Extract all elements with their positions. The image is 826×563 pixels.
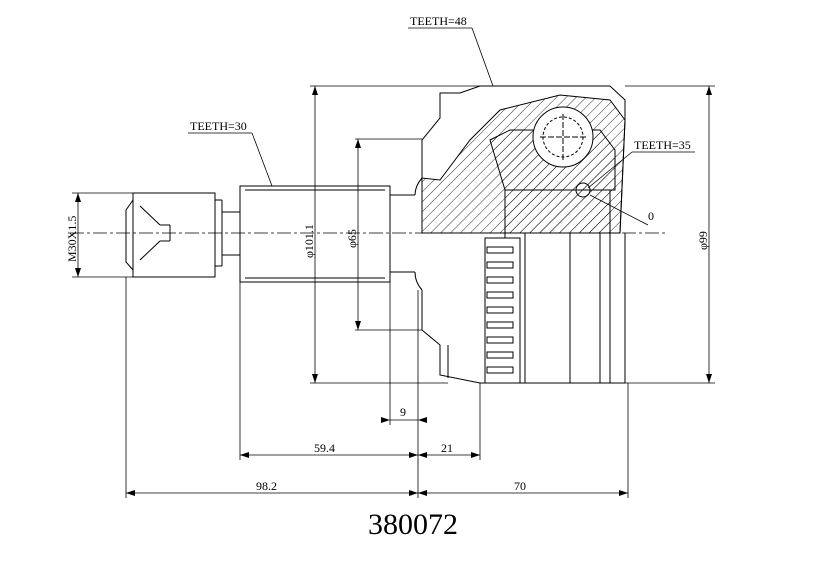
dim-9: 9	[400, 405, 406, 419]
extension-lines	[72, 85, 715, 498]
teeth-inner-label: TEETH=35	[634, 138, 691, 152]
part-number: 380072	[368, 508, 458, 541]
dim-98-2: 98.2	[256, 479, 277, 493]
dim-d-65: φ65	[345, 229, 359, 248]
teeth-shaft-label: TEETH=30	[190, 119, 247, 133]
dim-21: 21	[441, 441, 453, 455]
dim-thread: M30X1.5	[65, 216, 79, 262]
splined-shaft	[239, 177, 423, 291]
abs-ring	[484, 237, 521, 384]
leader-lines	[188, 27, 695, 226]
dim-d-99: φ99	[696, 231, 710, 250]
dim-59-4: 59.4	[314, 441, 335, 455]
teeth-outer-label: TEETH=48	[410, 14, 467, 28]
arrowheads	[75, 86, 712, 496]
dimension-lines	[77, 86, 710, 494]
dim-d-shaft: φ101.1	[302, 224, 316, 258]
threaded-tip	[125, 192, 240, 278]
inner-race	[489, 106, 616, 384]
dim-70: 70	[514, 479, 526, 493]
seal-label: 0	[648, 209, 654, 223]
